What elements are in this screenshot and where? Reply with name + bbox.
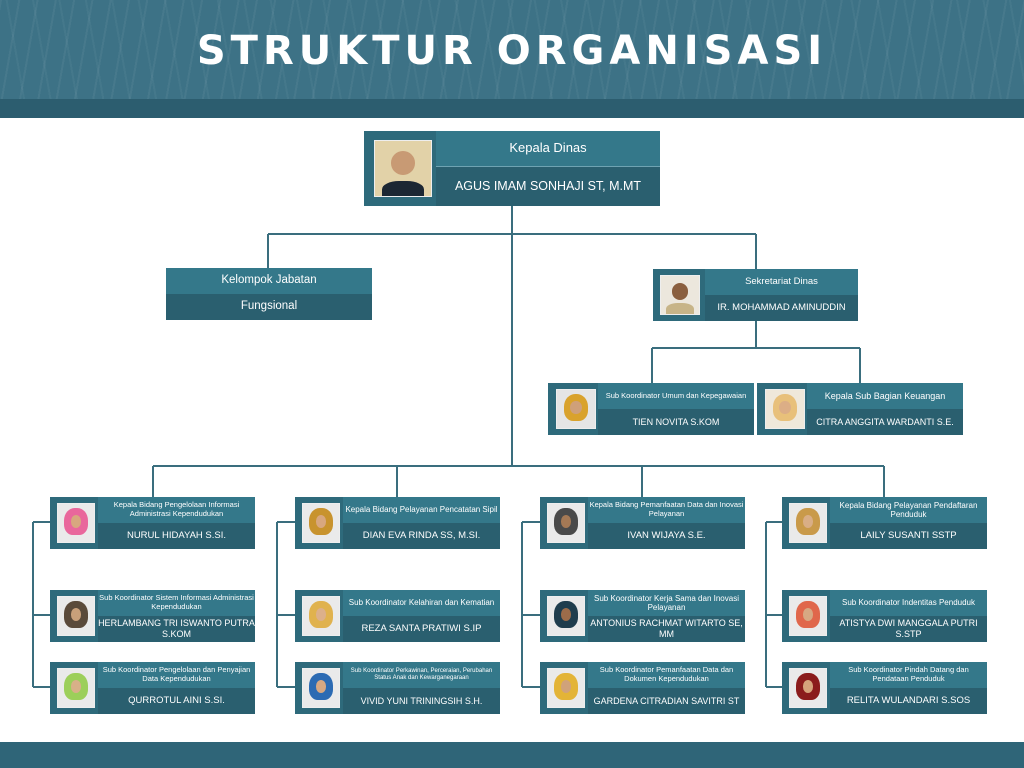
division-head-name: LAILY SUSANTI SSTP [830,523,987,549]
head-role: Kepala Dinas [436,131,660,167]
division-sub-name: QURROTUL AINI S.SI. [98,688,255,714]
header-banner: STRUKTUR ORGANISASI [0,0,1024,118]
secretariat-card: Sekretariat Dinas IR. MOHAMMAD AMINUDDIN [653,269,858,321]
division-head-card: Kepala Bidang Pengelolaan Informasi Admi… [50,497,255,549]
secretariat-photo [660,275,700,315]
division-head-name: IVAN WIJAYA S.E. [588,523,745,549]
division-head-role: Kepala Bidang Pelayanan Pencatatan Sipil [343,497,500,523]
division-sub-photo [789,596,827,636]
division-sub-card: Sub Koordinator Sistem Informasi Adminis… [50,590,255,642]
secretariat-role: Sekretariat Dinas [705,269,858,295]
division-sub-card: Sub Koordinator Kerja Sama dan Inovasi P… [540,590,745,642]
division-sub-photo [547,596,585,636]
division-sub-name: HERLAMBANG TRI ISWANTO PUTRA S.KOM [98,616,255,642]
functional-role: Kelompok Jabatan [166,268,372,294]
division-sub-role: Sub Koordinator Sistem Informasi Adminis… [98,590,255,616]
division-sub-role: Sub Koordinator Kelahiran dan Kematian [343,590,500,616]
division-sub-photo [57,596,95,636]
division-head-card: Kepala Bidang Pemanfaatan Data dan Inova… [540,497,745,549]
division-sub-name: ATISTYA DWI MANGGALA PUTRI S.STP [830,616,987,642]
sub-secretariat-name: TIEN NOVITA S.KOM [598,409,754,435]
head-name: AGUS IMAM SONHAJI ST, M.MT [436,167,660,206]
division-head-photo [57,503,95,543]
division-sub-role: Sub Koordinator Pengelolaan dan Penyajia… [98,662,255,688]
sub-secretariat-role: Sub Koordinator Umum dan Kepegawaian [598,383,754,409]
division-sub-role: Sub Koordinator Kerja Sama dan Inovasi P… [588,590,745,616]
division-sub-role: Sub Koordinator Perkawinan, Perceraian, … [343,662,500,688]
sub-secretariat-name: CITRA ANGGITA WARDANTI S.E. [807,409,963,435]
division-head-photo [547,503,585,543]
secretariat-name: IR. MOHAMMAD AMINUDDIN [705,295,858,321]
division-sub-photo [302,596,340,636]
footer-band [0,742,1024,768]
division-head-card: Kepala Bidang Pelayanan Pencatatan Sipil… [295,497,500,549]
sub-secretariat-card-2: Kepala Sub Bagian Keuangan CITRA ANGGITA… [757,383,963,435]
division-sub-name: ANTONIUS RACHMAT WITARTO SE, MM [588,616,745,642]
division-sub-card: Sub Koordinator Perkawinan, Perceraian, … [295,662,500,714]
division-sub-name: REZA SANTA PRATIWI S.IP [343,616,500,642]
division-sub-name: GARDENA CITRADIAN SAVITRI ST [588,688,745,714]
division-sub-photo [302,668,340,708]
functional-name: Fungsional [166,294,372,320]
functional-card: Kelompok Jabatan Fungsional [166,268,372,320]
sub-secretariat-role: Kepala Sub Bagian Keuangan [807,383,963,409]
division-head-photo [789,503,827,543]
division-head-photo [302,503,340,543]
division-sub-role: Sub Koordinator Pindah Datang dan Pendat… [830,662,987,688]
sub-secretariat-photo [765,389,805,429]
header-band [0,99,1024,118]
division-head-name: NURUL HIDAYAH S.SI. [98,523,255,549]
sub-secretariat-card-1: Sub Koordinator Umum dan Kepegawaian TIE… [548,383,754,435]
division-head-role: Kepala Bidang Pengelolaan Informasi Admi… [98,497,255,523]
division-sub-name: RELITA WULANDARI S.SOS [830,688,987,714]
division-sub-role: Sub Koordinator Indentitas Penduduk [830,590,987,616]
division-sub-name: VIVID YUNI TRININGSIH S.H. [343,688,500,714]
division-sub-card: Sub Koordinator Pindah Datang dan Pendat… [782,662,987,714]
division-sub-photo [57,668,95,708]
division-sub-photo [789,668,827,708]
division-sub-card: Sub Koordinator Pengelolaan dan Penyajia… [50,662,255,714]
head-photo [374,140,432,197]
division-sub-photo [547,668,585,708]
division-head-name: DIAN EVA RINDA SS, M.SI. [343,523,500,549]
division-head-card: Kepala Bidang Pelayanan Pendaftaran Pend… [782,497,987,549]
head-card: Kepala Dinas AGUS IMAM SONHAJI ST, M.MT [364,131,660,206]
header-pattern [0,0,1024,118]
division-head-role: Kepala Bidang Pemanfaatan Data dan Inova… [588,497,745,523]
sub-secretariat-photo [556,389,596,429]
division-sub-role: Sub Koordinator Pemanfaatan Data dan Dok… [588,662,745,688]
division-sub-card: Sub Koordinator Pemanfaatan Data dan Dok… [540,662,745,714]
division-head-role: Kepala Bidang Pelayanan Pendaftaran Pend… [830,497,987,523]
page-title: STRUKTUR ORGANISASI [196,28,828,74]
